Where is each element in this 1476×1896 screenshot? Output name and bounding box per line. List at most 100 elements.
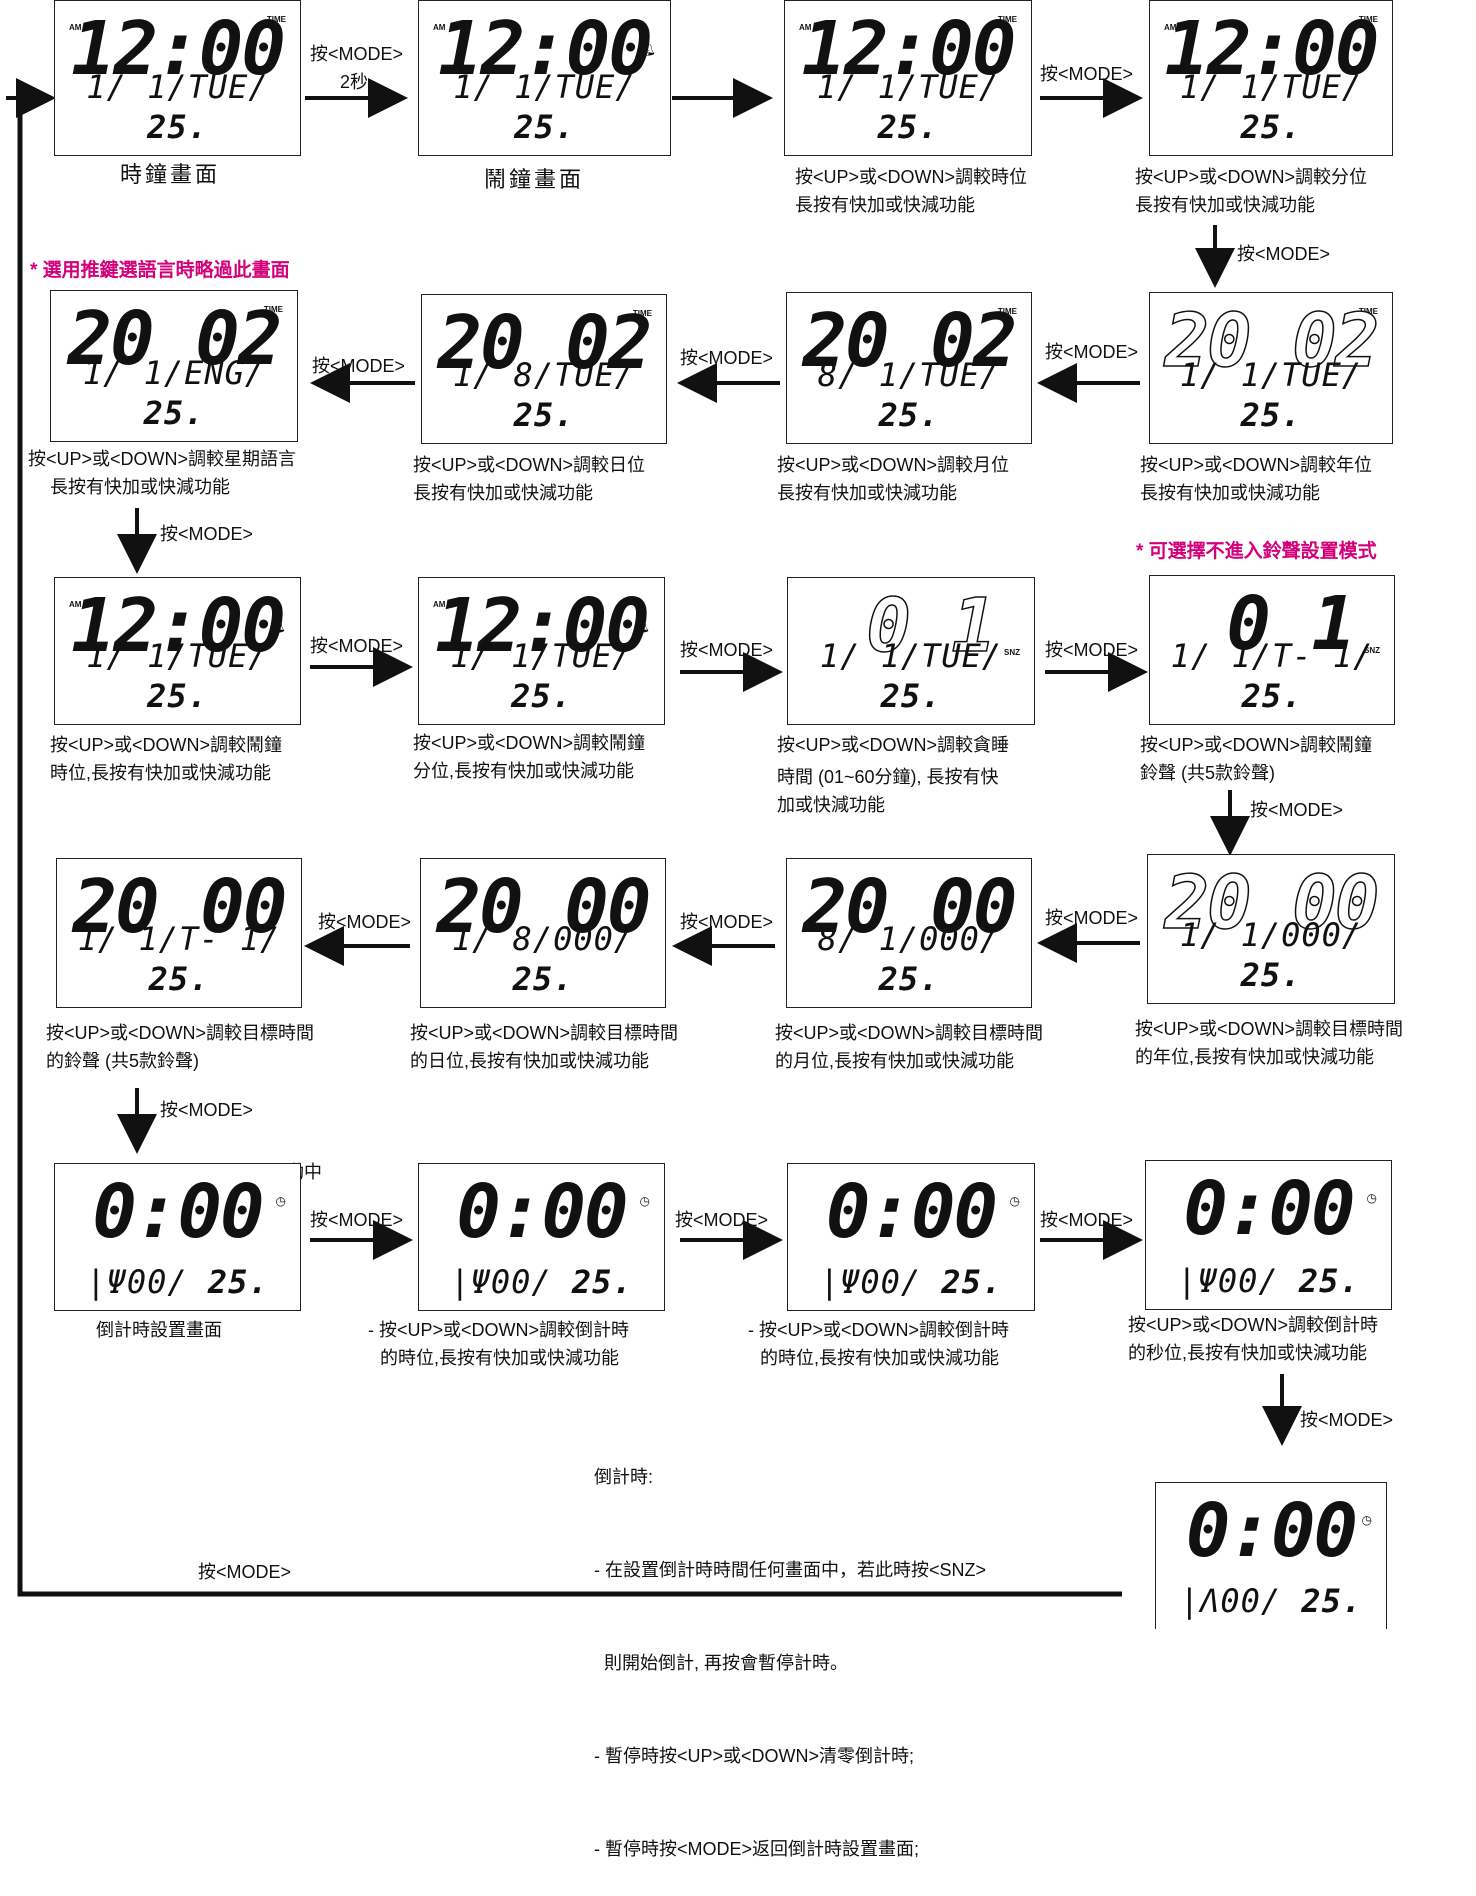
date-weekday: 1/ 1/TUE/ [450, 637, 633, 675]
date-weekday: 1/ 1/TUE/ [819, 637, 1003, 675]
lcd-sub-row: |Ψ00/ 25. [55, 1262, 300, 1302]
temperature: 25. [207, 1263, 269, 1301]
lcd-main-digits: 0:00 [1183, 1166, 1355, 1252]
date-weekday: 1/ 1/TUE/ [86, 637, 269, 675]
countdown-indicator: |Ψ00/ [819, 1263, 922, 1301]
caption-set-year-sub: 長按有快加或快減功能 [1140, 483, 1320, 503]
timer-icon: ◷ [275, 1194, 286, 1208]
lcd-ringtone-screen: SNZ 0 1 1/ 1/T- 1/ 25. [1149, 575, 1395, 725]
lcd-target-day-screen: 20 00 1/ 8/000/ 25. [420, 858, 666, 1008]
caption-countdown-hour-sub: 的時位,長按有快加或快減功能 [380, 1348, 619, 1368]
bell-icon: 🔔︎ [638, 41, 656, 57]
time-indicator: TIME [997, 15, 1017, 24]
caption-ringtone: 按<UP>或<DOWN>調較鬧鐘 [1140, 735, 1373, 755]
timer-icon: ◷ [1361, 1513, 1372, 1527]
temperature: 25. [878, 396, 940, 434]
lcd-main-digits: 12:00 [71, 583, 286, 669]
caption-countdown-second: 按<UP>或<DOWN>調較倒計時 [1128, 1315, 1379, 1335]
lcd-sub-row: 1/ 1/T- 1/ 25. [57, 919, 301, 999]
lcd-sub-row: 1/ 8/TUE/ 25. [422, 355, 666, 435]
lcd-sub-row: 1/ 1/TUE/ 25. [785, 67, 1031, 147]
arrow-label-mode: 按<MODE> [1045, 908, 1139, 928]
lcd-set-language-screen: TIME 20 02 1/ 1/ENG/ 25. [50, 290, 298, 442]
arrow-label-mode: 按<MODE> [680, 348, 774, 368]
caption-target-year-sub: 的年位,長按有快加或快減功能 [1135, 1047, 1374, 1067]
lcd-set-minute-screen: AM TIME 12:00 1/ 1/TUE/ 25. [1149, 0, 1393, 156]
caption-alarm-screen: 鬧鐘畫面 [484, 167, 585, 192]
lcd-sub-row: 1/ 1/TUE/ 25. [788, 636, 1034, 716]
caption-target-year: 按<UP>或<DOWN>調較目標時間 [1135, 1019, 1404, 1039]
lcd-main-digits: 20 00 [802, 864, 1018, 950]
lcd-main-digits: 12:00 [801, 6, 1017, 92]
timer-icon: ◷ [639, 1194, 650, 1208]
caption-set-month: 按<UP>或<DOWN>調較月位 [777, 455, 1010, 475]
info-line: - 暫停時按<MODE>返回倒計時設置畫面; [594, 1839, 920, 1859]
note-language-skip: * 選用推鍵選語言時略過此畫面 [30, 260, 290, 281]
temperature: 25. [1240, 108, 1302, 146]
caption-set-day: 按<UP>或<DOWN>調較日位 [413, 455, 646, 475]
caption-snooze-sub2: 加或快減功能 [777, 795, 885, 815]
lcd-sub-row: 1/ 1/TUE/ 25. [1150, 355, 1392, 435]
bell-icon: 🔔︎ [268, 618, 286, 634]
lcd-clock-screen: AM TIME 12:00 1/ 1/TUE/ 25. [54, 0, 301, 156]
lcd-main-digits: 20 02 [437, 300, 653, 386]
caption-set-year: 按<UP>或<DOWN>調較年位 [1140, 455, 1373, 475]
temperature: 25. [1240, 956, 1302, 994]
caption-alarm-minute: 按<UP>或<DOWN>調較鬧鐘 [413, 733, 646, 753]
lcd-main-digits: 12:00 [71, 6, 286, 92]
note-ringtone-optional: * 可選擇不進入鈴聲設置模式 [1136, 541, 1377, 562]
arrow-label-mode: 按<MODE> [1045, 640, 1139, 660]
lcd-alarm-screen: AM 🔔︎ 12:00 1/ 1/TUE/ 25. [418, 0, 671, 156]
lcd-sub-row: 1/ 1/TUE/ 25. [55, 636, 300, 716]
arrow-label-mode: 按<MODE> [1040, 64, 1134, 84]
temperature: 25. [143, 394, 205, 432]
caption-snooze: 按<UP>或<DOWN>調較貪睡 [777, 735, 1010, 755]
lcd-set-day-screen: TIME 20 02 1/ 8/TUE/ 25. [421, 294, 667, 444]
arrow-label-mode: 按<MODE> [160, 524, 254, 544]
snz-indicator: SNZ [1364, 646, 1380, 655]
lcd-countdown-hour-screen: ◷ 0:00 |Ψ00/ 25. [418, 1163, 665, 1311]
temperature: 25. [941, 1263, 1003, 1301]
temperature: 25. [147, 677, 208, 715]
caption-target-day-sub: 的日位,長按有快加或快減功能 [410, 1051, 649, 1071]
lcd-sub-row: 1/ 1/TUE/ 25. [55, 67, 300, 147]
temperature: 25. [511, 677, 572, 715]
info-title: 倒計時: [594, 1467, 654, 1487]
lcd-main-digits: 0:00 [456, 1169, 628, 1255]
lcd-main-digits: 0:00 [1185, 1488, 1358, 1574]
caption-set-month-sub: 長按有快加或快減功能 [777, 483, 957, 503]
info-line: 則開始倒計, 再按會暫停計時。 [594, 1653, 849, 1673]
caption-clock-screen: 時鐘畫面 [120, 162, 221, 187]
date-weekday: 1/ 8/000/ [451, 920, 635, 958]
lcd-sub-row: |Ψ00/ 25. [419, 1262, 664, 1302]
lcd-sub-row: 1/ 1/T- 1/ 25. [1150, 636, 1394, 716]
lcd-target-month-screen: 20 00 8/ 1/000/ 25. [786, 858, 1032, 1008]
arrow-label-mode: 按<MODE> [680, 912, 774, 932]
lcd-main-digits: 0 1 [866, 583, 997, 669]
lcd-snooze-screen: SNZ 0 1 1/ 1/TUE/ 25. [787, 577, 1035, 725]
arrow-label-mode: 按<MODE> [1300, 1410, 1394, 1430]
timer-icon: ◷ [1366, 1191, 1377, 1205]
arrow-label-mode: 按<MODE> [1045, 342, 1139, 362]
arrow-label-2sec: 2秒 [340, 72, 369, 92]
lcd-main-digits: 20 00 [1164, 860, 1380, 946]
caption-target-ringtone: 按<UP>或<DOWN>調較目標時間 [46, 1023, 315, 1043]
arrow-label-mode: 按<MODE> [310, 1210, 404, 1230]
countdown-indicator: |Λ00/ [1179, 1582, 1282, 1620]
caption-set-hour-sub: 長按有快加或快減功能 [795, 195, 975, 215]
temperature: 25. [878, 960, 940, 998]
lcd-main-digits: 20 02 [802, 298, 1018, 384]
caption-set-day-sub: 長按有快加或快減功能 [413, 483, 593, 503]
arrow-label-mode: 按<MODE> [310, 636, 404, 656]
countdown-indicator: |Ψ00/ [1177, 1262, 1279, 1300]
am-indicator: AM [69, 600, 82, 609]
lcd-sub-row: 1/ 8/000/ 25. [421, 919, 665, 999]
date-weekday: 1/ 1/TUE/ [1179, 68, 1363, 106]
temperature: 25. [877, 108, 939, 146]
arrow-label-mode-return: 按<MODE> [198, 1562, 292, 1582]
lcd-sub-row: |Λ00/ 25. [1156, 1581, 1386, 1621]
arrow-label-mode: 按<MODE> [680, 640, 774, 660]
lcd-sub-row: 8/ 1/TUE/ 25. [787, 355, 1031, 435]
lcd-main-digits: 12:00 [1164, 6, 1380, 92]
date-weekday: 1/ 1/000/ [1179, 916, 1363, 954]
